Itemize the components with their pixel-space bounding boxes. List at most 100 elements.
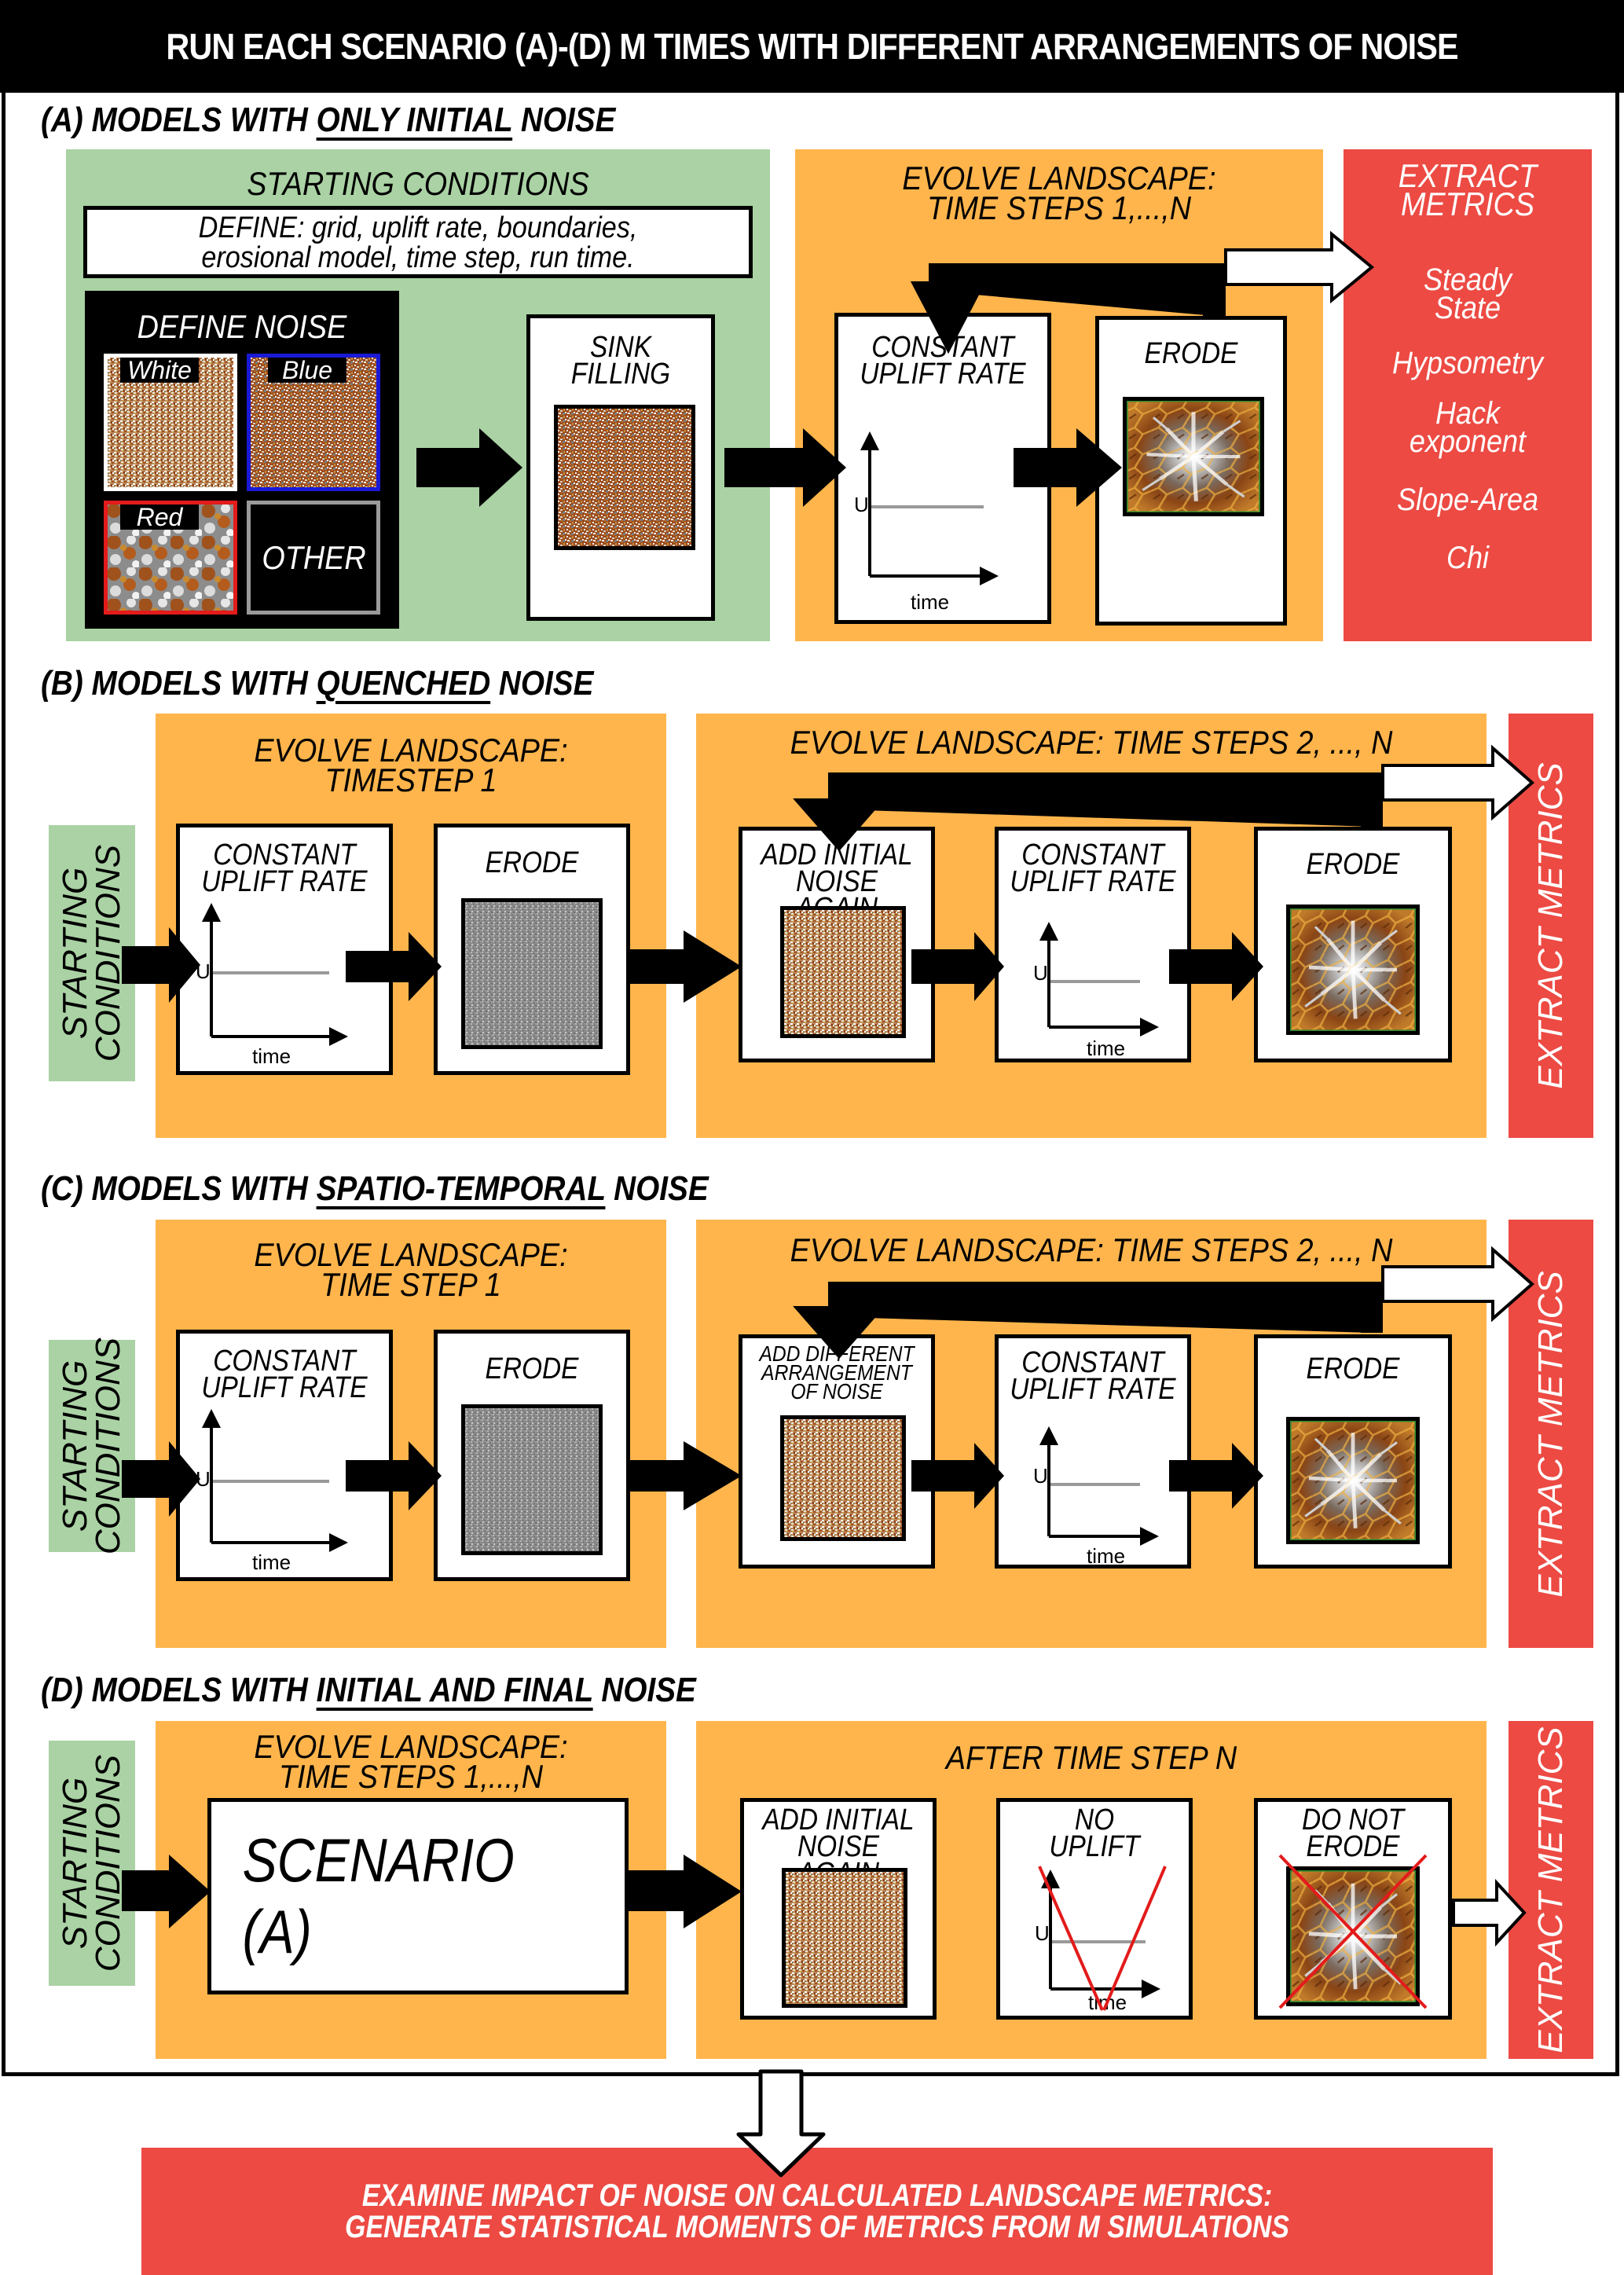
arrow-c1-to-c2 [629,1441,742,1510]
noise-other-tile[interactable]: OTHER [247,501,380,615]
erode-title: ERODE [1306,848,1400,881]
after-time-step-title: AFTER TIME STEP N [945,1739,1237,1776]
erode-title: ERODE [1144,337,1238,370]
arrow-add-to-uplift-c [911,1443,1004,1509]
axis-label-time: time [252,1550,291,1574]
arrow-start-to-scenario-d [122,1855,211,1928]
arrow-sink-to-uplift [724,428,846,507]
arrow-uplift-to-erode-c [346,1441,442,1510]
evolve-timesteps-panel-d: EVOLVE LANDSCAPE:TIME STEPS 1,...,N SCEN… [156,1721,666,2059]
arrow-b1-to-b2 [629,930,742,1003]
footer-line-1: EXAMINE IMPACT OF NOISE ON CALCULATED LA… [361,2178,1273,2213]
loop-back-arrow-c [793,1282,1383,1359]
evolve-timestep1-title-c: EVOLVE LANDSCAPE:TIME STEP 1 [254,1236,568,1303]
starting-conditions-panel: STARTING CONDITIONS DEFINE: grid, uplift… [66,149,770,641]
erode-box-b1: ERODE [434,824,630,1075]
eroded-landscape-image [1286,1866,1420,2006]
define-noise-box: DEFINE NOISE White Blue Red OTHER [85,291,399,629]
define-line-2: erosional model, time step, run time. [201,241,635,274]
axis-label-u: U [854,493,869,516]
uplift-plot: U time [1033,922,1159,1059]
uplift-plot: U time [196,903,348,1068]
erode-box-c2: ERODE [1254,1334,1452,1569]
axis-label-time: time [252,1044,291,1068]
starting-conditions-title: STARTING CONDITIONS [247,165,589,202]
noise-white-tile[interactable]: White [104,354,237,491]
examine-impact-box: EXAMINE IMPACT OF NOISE ON CALCULATED LA… [141,2148,1493,2275]
header-title: RUN EACH SCENARIO (A)-(D) M TIMES WITH D… [166,26,1458,67]
axis-label-u: U [1033,1464,1048,1488]
eroded-noise-image [461,898,603,1049]
scenario-a-box[interactable]: SCENARIO (A) [207,1798,629,1994]
section-c-title: (C) MODELS WITH SPATIO-TEMPORAL NOISE [41,1169,709,1208]
noise-other-label: OTHER [261,538,366,576]
noise-blue-tile[interactable]: Blue [247,354,380,491]
output-arrow-d [1452,1878,1527,1947]
scenarios-frame [2,91,1619,2076]
axis-label-u: U [1035,1921,1050,1945]
erode-title: ERODE [1306,1352,1400,1385]
metric-slope-area: Slope-Area [1396,483,1539,517]
evolve-timesteps-title-d: EVOLVE LANDSCAPE:TIME STEPS 1,...,N [254,1728,568,1795]
arrow-uplift-to-erode-b [346,932,442,1001]
arrow-start-to-uplift-c [122,1441,200,1517]
eroded-noise-image [461,1404,603,1555]
arrow-uplift-to-erode-b2 [1169,932,1263,1001]
erode-title: ERODE [485,846,579,879]
define-parameters-box: DEFINE: grid, uplift rate, boundaries, e… [83,206,753,278]
erode-box-b2: ERODE [1254,827,1452,1062]
loop-back-arrow-b [793,772,1383,852]
red-cross-line-1 [1038,1866,1104,2011]
noise-red-tile[interactable]: Red [104,501,237,615]
arrow-add-to-uplift-b [911,932,1004,1001]
footer-line-2: GENERATE STATISTICAL MOMENTS OF METRICS … [345,2210,1289,2244]
added-noise-image [782,1868,907,2008]
sink-filled-noise-image [554,405,695,550]
down-arrow-to-footer [736,2069,826,2178]
arrow-uplift-to-erode-c2 [1169,1443,1263,1509]
eroded-landscape-image [1286,904,1420,1035]
section-b-title: (B) MODELS WITH QUENCHED NOISE [41,664,594,703]
axis-label-u: U [196,1467,211,1491]
uplift-plot: U time [854,431,999,614]
red-cross [1278,1854,1428,2009]
red-cross-line-2 [1102,1866,1167,2011]
evolve-timestep1-title-b: EVOLVE LANDSCAPE:TIMESTEP 1 [254,732,568,798]
arrow-start-to-uplift-b [122,927,200,1003]
define-line-1: DEFINE: grid, uplift rate, boundaries, [198,211,638,244]
evolve-timesteps2n-title-b: EVOLVE LANDSCAPE: TIME STEPS 2, ..., N [790,724,1393,761]
evolve-timesteps2n-title-c: EVOLVE LANDSCAPE: TIME STEPS 2, ..., N [790,1231,1393,1268]
noise-white-label: White [120,358,199,383]
axis-label-time: time [1087,1544,1125,1566]
crossed-uplift-plot: U time [1035,1866,1167,2014]
uplift-plot: U time [196,1409,348,1574]
evolve-landscape-title-a: EVOLVE LANDSCAPE:TIME STEPS 1,...,N [902,160,1216,226]
arrow-uplift-to-erode [1014,428,1122,507]
section-d-title: (D) MODELS WITH INITIAL AND FINAL NOISE [41,1671,696,1709]
loop-back-arrow-a [910,264,1225,354]
axis-label-u: U [1033,961,1048,985]
metric-hypsometry: Hypsometry [1391,346,1544,380]
